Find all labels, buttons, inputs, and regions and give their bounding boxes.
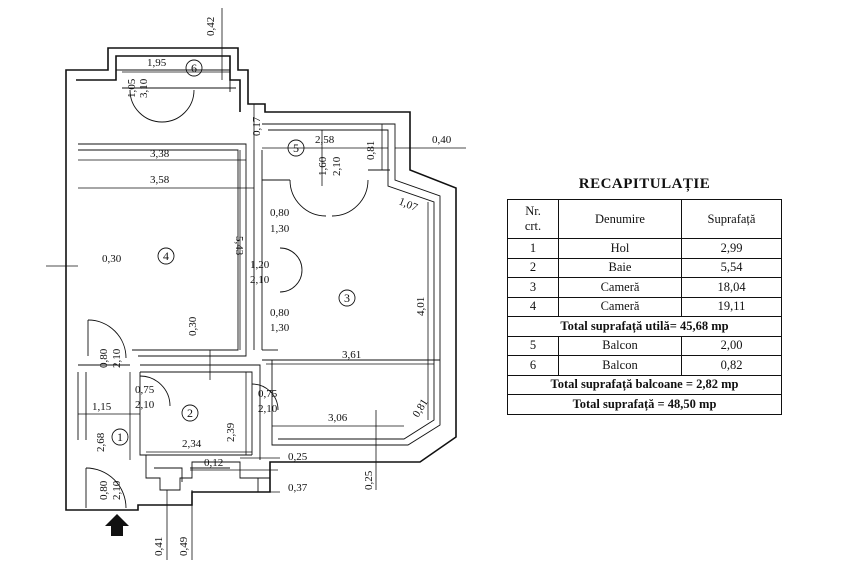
dim-label: 5,43 (233, 236, 245, 256)
dim-label: 1,30 (270, 322, 290, 334)
dim-label: 0,80 (98, 480, 110, 500)
cell-name: Balcon (558, 355, 682, 376)
table-row: 3 Cameră 18,04 (507, 277, 782, 298)
cell-nr: 5 (507, 335, 559, 356)
cell-area: 19,11 (681, 296, 782, 317)
dim-label: 3,58 (150, 174, 170, 186)
room-markers: 6 5 4 3 2 1 (111, 59, 356, 446)
cell-name: Hol (558, 238, 682, 259)
total-balcony: Total suprafață balcoane = 2,82 mp (507, 374, 782, 395)
dim-label: 0,81 (365, 141, 377, 160)
dim-label: 0,37 (288, 482, 308, 494)
recap-panel: RECAPITULAȚIE Nr.crt. Denumire Suprafață… (507, 176, 782, 415)
walls (65, 47, 457, 511)
dimension-labels: 0,42 1,95 1,05 3,10 0,17 3,38 3,58 2,58 … (92, 17, 452, 556)
dim-label: 1,05 (126, 78, 138, 98)
header-name: Denumire (558, 199, 682, 239)
dim-label: 0,30 (187, 316, 199, 336)
cell-area: 2,99 (681, 238, 782, 259)
table-row: 6 Balcon 0,82 (507, 355, 782, 376)
room-3-number: 3 (344, 291, 350, 305)
dim-label: 1,30 (270, 223, 290, 235)
total-util: Total suprafață utilă= 45,68 mp (507, 316, 782, 337)
total-util-row: Total suprafață utilă= 45,68 mp (507, 316, 782, 337)
table-row: 4 Cameră 19,11 (507, 296, 782, 317)
total-balcony-row: Total suprafață balcoane = 2,82 mp (507, 374, 782, 395)
entrance-arrow-icon (105, 514, 129, 536)
cell-area: 2,00 (681, 335, 782, 356)
dim-label: 0,12 (204, 457, 223, 469)
dim-label: 3,10 (138, 78, 150, 98)
recap-title: RECAPITULAȚIE (578, 176, 711, 192)
dim-label: 0,80 (270, 207, 290, 219)
dim-label: 3,61 (342, 349, 361, 361)
dim-label: 1,15 (92, 401, 112, 413)
cell-area: 0,82 (681, 355, 782, 376)
dim-label: 1,95 (147, 57, 167, 69)
dim-label: 2,10 (111, 480, 123, 500)
dim-label: 0,80 (98, 348, 110, 368)
dim-label: 0,30 (102, 253, 122, 265)
dim-label: 1,20 (250, 259, 270, 271)
dim-label: 1,60 (317, 156, 329, 176)
room-1-number: 1 (117, 430, 123, 444)
dim-label: 0,75 (258, 388, 278, 400)
dim-label: 0,49 (178, 536, 190, 556)
cell-area: 5,54 (681, 257, 782, 278)
cell-nr: 4 (507, 296, 559, 317)
dim-label: 2,10 (135, 399, 155, 411)
cell-nr: 1 (507, 238, 559, 259)
dim-label: 0,41 (153, 537, 165, 556)
cell-nr: 6 (507, 355, 559, 376)
cell-nr: 2 (507, 257, 559, 278)
dim-label: 2,58 (315, 134, 335, 146)
room-4-number: 4 (163, 249, 169, 263)
dim-label: 2,39 (225, 422, 237, 442)
dim-label: 2,34 (182, 438, 202, 450)
dim-label: 3,06 (328, 412, 348, 424)
dim-label: 3,38 (150, 148, 170, 160)
table-header-row: Nr.crt. Denumire Suprafață (507, 199, 782, 239)
dim-label: 0,17 (251, 116, 263, 136)
dim-label: 0,75 (135, 384, 155, 396)
dim-label: 2,10 (111, 348, 123, 368)
dim-label: 2,10 (258, 403, 278, 415)
header-area: Suprafață (681, 199, 782, 239)
cell-nr: 3 (507, 277, 559, 298)
cell-name: Balcon (558, 335, 682, 356)
dim-label: 0,42 (205, 17, 217, 36)
dim-label: 2,10 (331, 156, 343, 176)
total-row: Total suprafață = 48,50 mp (507, 394, 782, 415)
table-row: 1 Hol 2,99 (507, 238, 782, 259)
total-area: Total suprafață = 48,50 mp (507, 394, 782, 415)
dim-label: 0,25 (363, 470, 375, 490)
header-nr: Nr.crt. (507, 199, 559, 239)
cell-name: Cameră (558, 277, 682, 298)
dim-label: 0,25 (288, 451, 308, 463)
cell-name: Cameră (558, 296, 682, 317)
doors (85, 89, 369, 509)
dim-label: 4,01 (415, 297, 427, 316)
dimension-lines (46, 8, 466, 560)
room-5-number: 5 (293, 141, 299, 155)
cell-name: Baie (558, 257, 682, 278)
dim-label: 2,68 (95, 432, 107, 452)
room-2-number: 2 (187, 406, 193, 420)
table-row: 5 Balcon 2,00 (507, 335, 782, 356)
dim-label: 1,07 (397, 196, 420, 215)
room-6-number: 6 (191, 61, 197, 75)
table-row: 2 Baie 5,54 (507, 257, 782, 278)
cell-area: 18,04 (681, 277, 782, 298)
recap-table: Nr.crt. Denumire Suprafață 1 Hol 2,99 2 … (507, 199, 782, 415)
dim-label: 0,80 (270, 307, 290, 319)
dim-label: 2,10 (250, 274, 270, 286)
dim-label: 0,40 (432, 134, 452, 146)
